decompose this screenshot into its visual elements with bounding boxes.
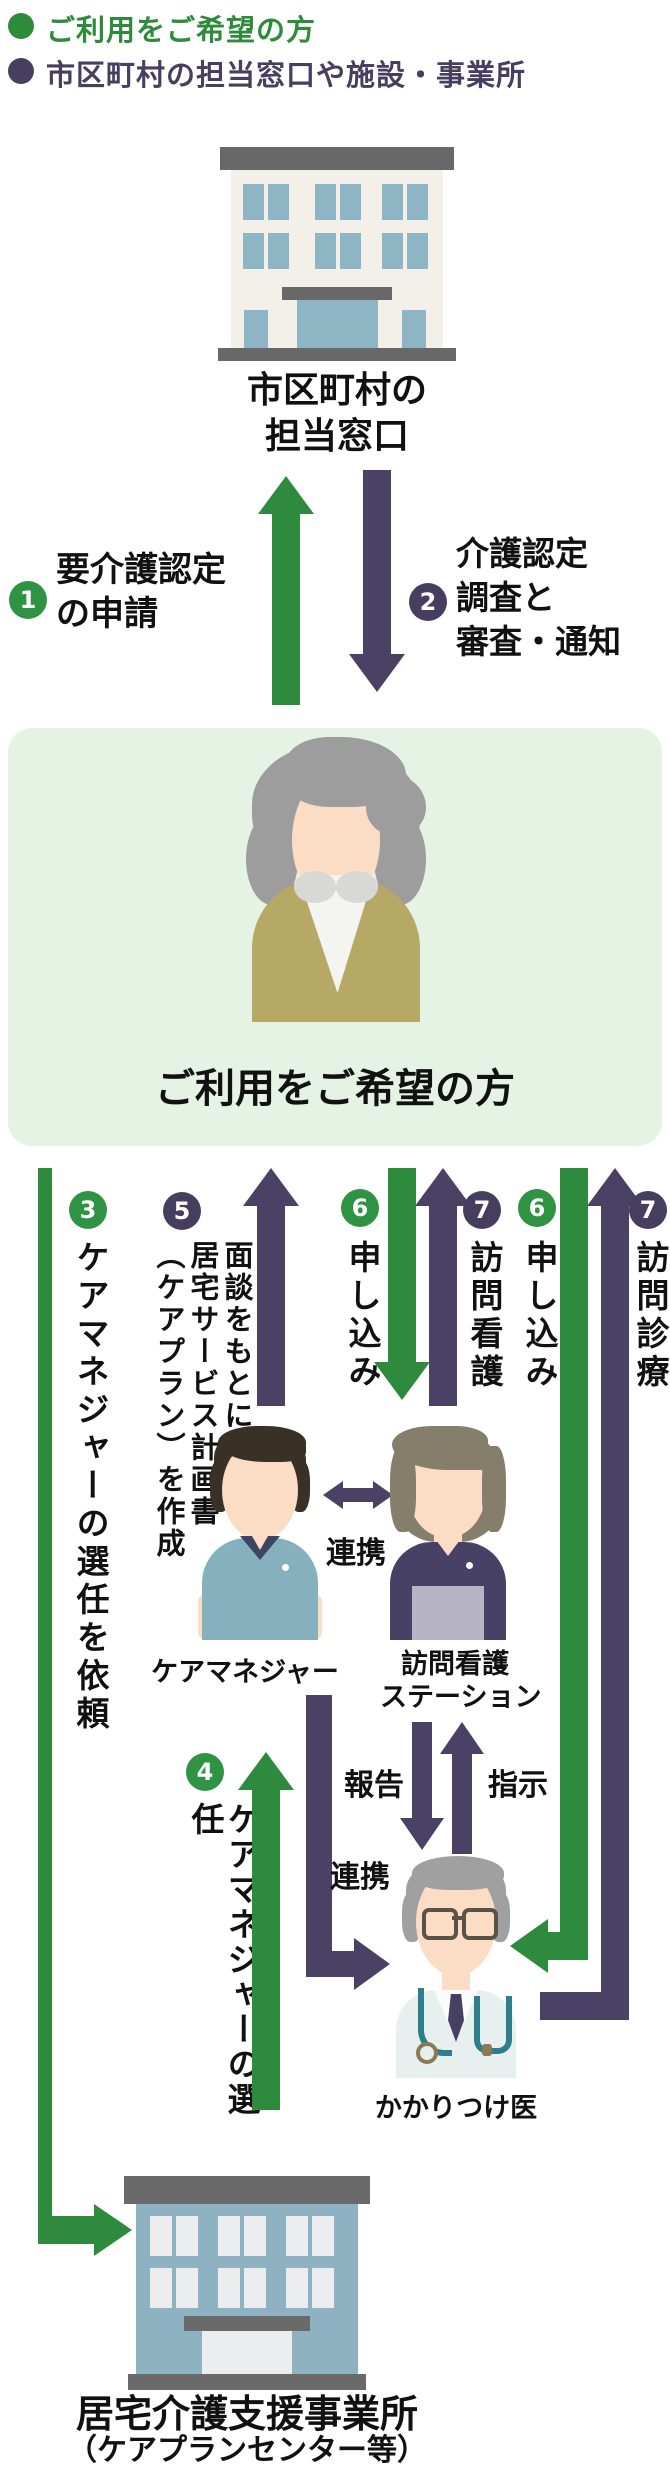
municipal-office-building-icon xyxy=(218,145,456,361)
step6a-arrow-down-icon xyxy=(374,1362,430,1400)
step3-arrow-right-icon xyxy=(94,2204,132,2256)
step7a-arrow-shaft xyxy=(429,1204,457,1406)
renkei2-line-elbow xyxy=(306,1951,354,1977)
care-manager-icon xyxy=(198,1426,322,1640)
step3-line xyxy=(38,1168,52,2244)
step6a-arrow-shaft xyxy=(388,1168,416,1363)
care-manager-label: ケアマネジャー xyxy=(151,1657,339,1688)
report-label: 報告 xyxy=(344,1768,404,1803)
step4-label: ケアマネジャーの選任 xyxy=(186,1802,261,2117)
instruction-arrow-up-icon xyxy=(440,1722,484,1754)
family-doctor-label: かかりつけ医 xyxy=(374,2093,538,2124)
step7b-arrow-elbow xyxy=(540,1992,629,2020)
care-plan-center-sublabel: （ケアプランセンター等） xyxy=(67,2433,427,2468)
step2-badge: 2 xyxy=(409,583,447,621)
legend-user-label: ご利用をご希望の方 xyxy=(46,13,317,47)
step4-arrow-shaft xyxy=(252,1788,280,2110)
step1-arrow-up-icon xyxy=(258,476,314,514)
report-arrow-down-icon xyxy=(400,1818,444,1850)
step6b-label: 申し込み xyxy=(520,1240,559,1392)
instruction-label: 指示 xyxy=(488,1768,548,1803)
step5-badge: 5 xyxy=(163,1192,201,1230)
step2-arrow-shaft xyxy=(363,470,391,656)
step7b-arrow-shaft xyxy=(601,1204,629,2020)
step3-label: ケアマネジャーの選任を依頼 xyxy=(71,1240,110,1734)
step6b-line xyxy=(560,1168,588,1960)
legend-user-dot-icon xyxy=(8,13,34,39)
renkei-cm-nurse-label: 連携 xyxy=(326,1536,386,1571)
instruction-arrow-shaft xyxy=(452,1752,472,1854)
elderly-person-icon xyxy=(246,735,426,1022)
step3-line-elbow xyxy=(38,2216,94,2244)
care-plan-center-building-icon xyxy=(124,2176,370,2390)
step6b-line-elbow xyxy=(548,1932,588,1960)
renkei2-line xyxy=(306,1695,332,1977)
step7a-label: 訪問看護 xyxy=(465,1240,504,1392)
step1-label: 要介護認定 の申請 xyxy=(56,550,226,634)
step3-badge: 3 xyxy=(69,1191,107,1229)
step7b-label: 訪問診療 xyxy=(631,1240,670,1392)
legend-office-label: 市区町村の担当窓口や施設・事業所 xyxy=(46,58,527,92)
renkei-arrow-left-icon xyxy=(323,1481,343,1509)
step7a-badge: 7 xyxy=(463,1191,501,1229)
step7b-badge: 7 xyxy=(629,1191,667,1229)
family-doctor-icon xyxy=(396,1856,516,2078)
user-band-label: ご利用をご希望の方 xyxy=(155,1066,515,1112)
step2-arrow-down-icon xyxy=(349,654,405,692)
step1-arrow-shaft xyxy=(272,512,300,705)
legend-office-dot-icon xyxy=(8,58,34,84)
renkei2-arrow-right-icon xyxy=(354,1938,390,1990)
step6b-arrow-left-icon xyxy=(510,1919,548,1973)
step7a-arrow-up-icon xyxy=(415,1168,471,1206)
step2-label: 介護認定 調査と 審査・通知 xyxy=(456,534,621,661)
renkei-arrow-right-icon xyxy=(373,1481,393,1509)
step4-arrow-up-icon xyxy=(238,1752,294,1790)
step5-arrow-shaft xyxy=(257,1204,285,1406)
care-plan-center-label: 居宅介護支援事業所 xyxy=(75,2392,418,2436)
step5-arrow-up-icon xyxy=(243,1168,299,1206)
report-arrow-shaft xyxy=(412,1722,432,1820)
renkei-cm-doctor-label: 連携 xyxy=(330,1860,390,1895)
nurse-station-label: 訪問看護 ステーション xyxy=(380,1649,542,1713)
renkei-arrow-shaft xyxy=(341,1488,375,1502)
step6a-badge: 6 xyxy=(341,1189,379,1227)
visiting-nurse-icon xyxy=(390,1426,506,1640)
step6b-badge: 6 xyxy=(518,1189,556,1227)
step4-badge: 4 xyxy=(186,1753,224,1791)
step1-badge: 1 xyxy=(9,581,47,619)
municipal-office-label: 市区町村の 担当窓口 xyxy=(246,370,427,457)
